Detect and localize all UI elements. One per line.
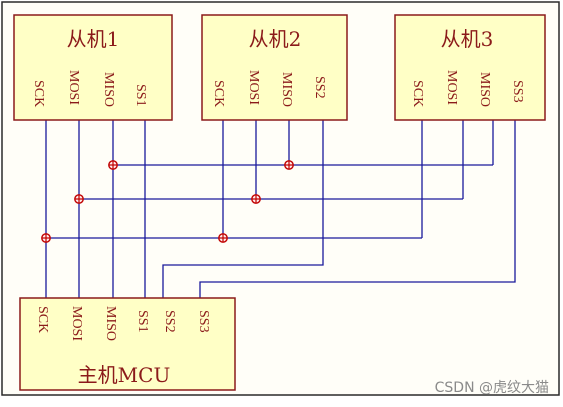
slave-3-pin-sck: SCK [410,80,425,107]
master-mcu-box: SCK MOSI MISO SS1 SS2 SS3 主机MCU [19,297,236,391]
slave-1-pin-ss1: SS1 [133,84,148,107]
slave-1-title: 从机1 [67,27,120,51]
junction-sck-slave2 [218,233,228,243]
master-title: 主机MCU [78,363,171,387]
bus-junctions [41,160,294,243]
slave-3-box: 从机3 SCK MOSI MISO SS3 [394,14,546,121]
junction-mosi-slave2 [251,194,261,204]
bus-wires [45,120,516,298]
slave-3-title: 从机3 [441,27,494,51]
junction-mosi-master [74,194,84,204]
slave-2-pin-sck: SCK [211,80,226,107]
slave-1-pin-sck: SCK [31,80,46,107]
wire-ss2 [162,120,324,298]
wire-ss3 [199,120,516,298]
slave-3-pin-miso: MISO [477,72,492,107]
master-pin-ss1: SS1 [135,310,150,333]
slave-2-pin-miso: MISO [279,72,294,107]
master-pin-ss3: SS3 [196,310,211,333]
slave-1-pin-miso: MISO [101,72,116,107]
slave-1-pin-mosi: MOSI [66,70,81,105]
slave-2-box: 从机2 SCK MOSI MISO SS2 [201,14,348,121]
master-pin-ss2: SS2 [162,310,177,333]
slave-2-pin-mosi: MOSI [246,70,261,105]
master-pin-miso: MISO [103,306,118,341]
master-pin-sck: SCK [35,306,50,333]
junction-miso-slave2 [284,160,294,170]
junction-sck-master [41,233,51,243]
slave-1-box: 从机1 SCK MOSI MISO SS1 [13,14,173,121]
master-pin-mosi: MOSI [69,306,84,341]
slave-2-title: 从机2 [249,27,302,51]
junction-miso-master [108,160,118,170]
csdn-watermark: CSDN @虎纹大猫 [435,380,549,396]
slave-2-pin-ss2: SS2 [312,76,327,99]
slave-3-pin-ss3: SS3 [510,80,525,103]
slave-3-pin-mosi: MOSI [444,70,459,105]
